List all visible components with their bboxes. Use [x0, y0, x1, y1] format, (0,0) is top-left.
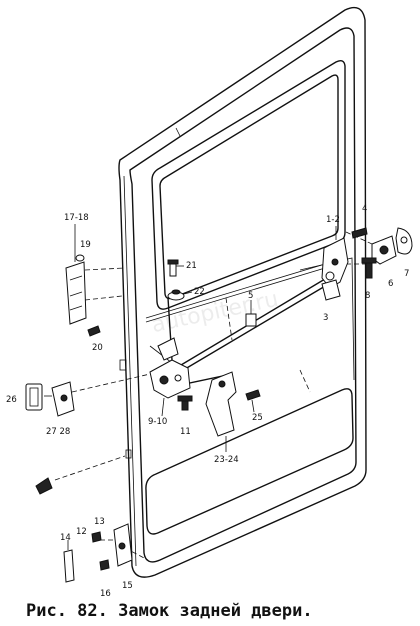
callout-23-24: 23-24: [214, 455, 239, 465]
door-inner-lines: [119, 127, 355, 459]
callout-9-10: 9-10: [148, 417, 167, 427]
part-lock-cylinder: [51, 381, 75, 417]
callout-11: 11: [180, 427, 191, 437]
part-lever: [321, 279, 341, 301]
callout-27-28: 27 28: [46, 427, 70, 437]
callout-13: 13: [94, 517, 105, 527]
part-lower-striker: [63, 540, 75, 583]
part-lower-catch: [113, 523, 133, 567]
door-lower-panel: [145, 388, 354, 535]
figure-caption: Рис. 82. Замок задней двери.: [26, 601, 313, 621]
callout-15: 15: [122, 581, 133, 591]
part-main-lock: [149, 337, 191, 399]
callout-19: 19: [80, 240, 91, 250]
part-bracket-5: [245, 300, 257, 327]
part-clip-7: [395, 227, 413, 255]
part-bolt-8: [361, 257, 377, 279]
part-screw-4: [351, 227, 368, 239]
door-window: [151, 59, 346, 310]
callout-22: 22: [194, 287, 205, 297]
callout-7: 7: [404, 269, 409, 279]
rear-door-panel: [118, 6, 367, 578]
part-washer-19: [75, 254, 85, 262]
callout-25: 25: [252, 413, 263, 423]
callout-5: 5: [248, 291, 253, 301]
callout-labels: 1-2 3 4 5 6 7 8 9-10 11 12 13 14 15 16 1…: [6, 204, 409, 599]
leader-lines: [54, 231, 373, 561]
part-pad-26: [25, 383, 43, 411]
part-screw-20: [87, 325, 101, 337]
callout-3: 3: [323, 313, 328, 323]
callout-8: 8: [365, 291, 370, 301]
callout-14: 14: [60, 533, 71, 543]
part-screw-25: [245, 389, 261, 401]
callout-20: 20: [92, 343, 103, 353]
callout-4: 4: [362, 204, 367, 214]
part-striker: [371, 235, 397, 265]
callout-1-2: 1-2: [326, 215, 340, 225]
part-inner-handle: [205, 371, 237, 437]
part-outer-handle: [65, 236, 87, 325]
callout-21: 21: [186, 261, 197, 271]
part-bolt-16: [99, 559, 110, 571]
part-grommet-22: [167, 289, 185, 301]
part-upper-lock: [321, 237, 349, 289]
callout-26: 26: [6, 395, 17, 405]
callout-17-18: 17-18: [64, 213, 89, 223]
part-small-catch: [35, 477, 53, 495]
part-screw-13: [91, 531, 102, 543]
callout-6: 6: [388, 279, 393, 289]
part-pin-21: [167, 259, 179, 277]
callout-16: 16: [100, 589, 111, 599]
callout-12: 12: [76, 527, 87, 537]
part-screw-11: [177, 395, 193, 411]
